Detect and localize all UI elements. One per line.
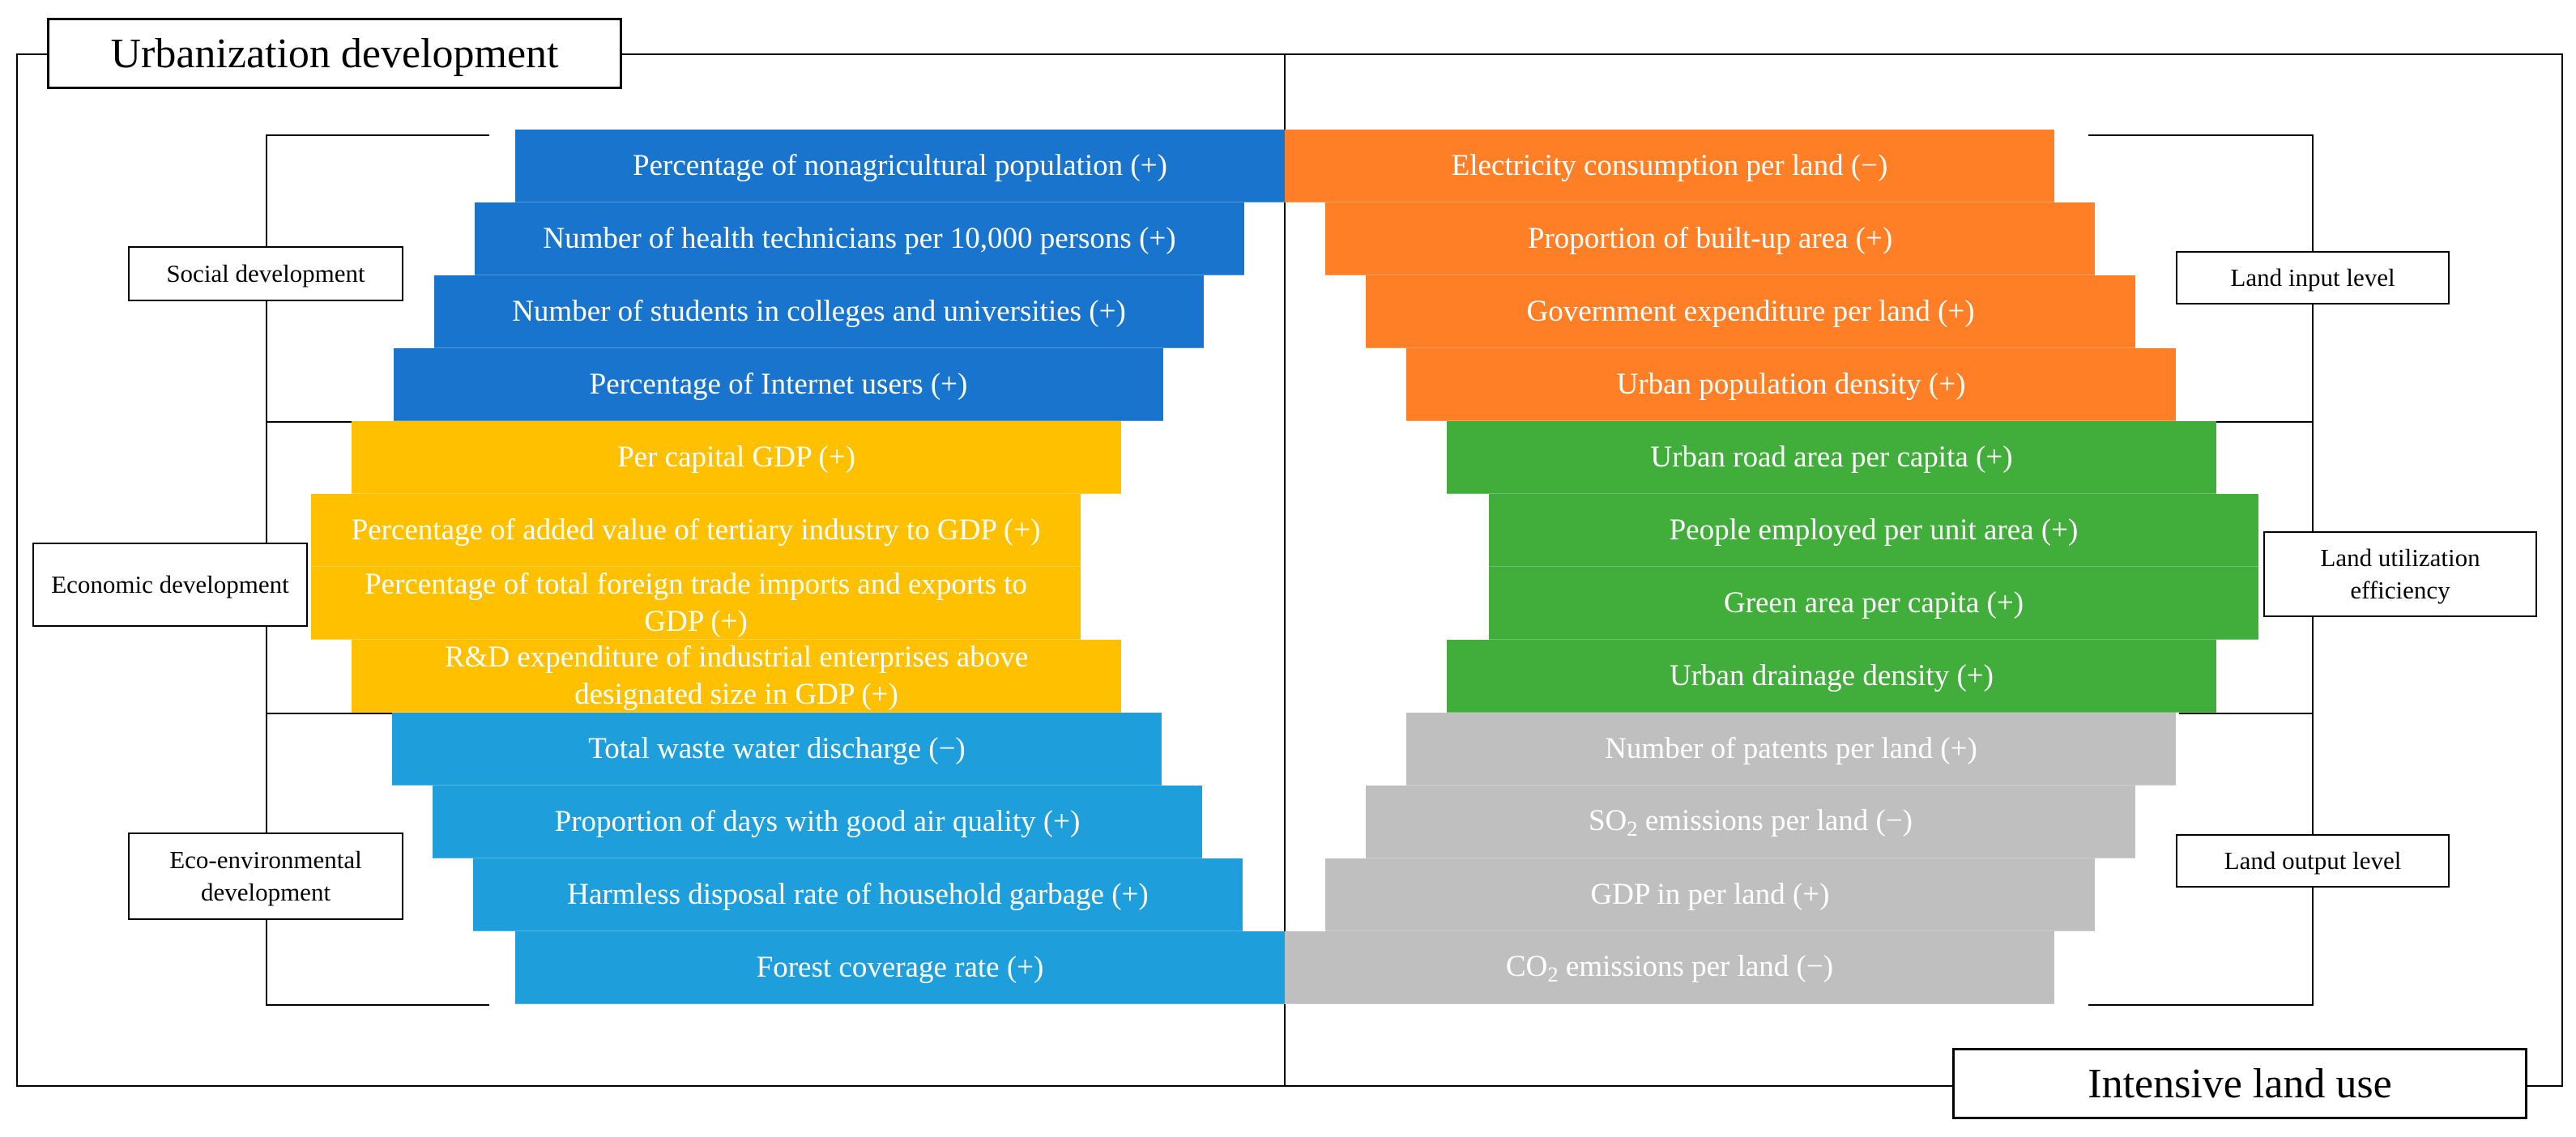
left-indicator-bar: Percentage of nonagricultural population…	[515, 130, 1285, 202]
right-indicator-bar: GDP in per land (+)	[1325, 858, 2095, 931]
right-indicator-bar: Government expenditure per land (+)	[1366, 275, 2135, 348]
indicator-label: Urban road area per capita (+)	[1650, 440, 2013, 474]
indicator-label: Electricity consumption per land (−)	[1451, 148, 1888, 182]
indicator-label: People employed per unit area (+)	[1669, 513, 2079, 547]
indicator-label: Proportion of built-up area (+)	[1527, 221, 1893, 255]
left-indicator-bar: Percentage of total foreign trade import…	[311, 567, 1081, 640]
right-bracket-tick-bottom	[2088, 1004, 2314, 1006]
indicator-label: Green area per capita (+)	[1723, 586, 2024, 620]
outer-frame-top-left	[16, 53, 49, 55]
indicator-label: SO2 emissions per land (−)	[1588, 803, 1913, 841]
left-indicator-bar: Percentage of Internet users (+)	[394, 348, 1163, 421]
left-indicator-bar: Percentage of added value of tertiary in…	[311, 494, 1081, 567]
indicator-label: Proportion of days with good air quality…	[554, 804, 1081, 838]
urbanization-title: Urbanization development	[47, 18, 622, 89]
left-indicator-bar: Forest coverage rate (+)	[515, 931, 1285, 1004]
right-indicator-bar: Urban population density (+)	[1406, 348, 2176, 421]
right-indicator-bar: SO2 emissions per land (−)	[1366, 786, 2135, 858]
category-land-utilization-efficiency: Land utilization efficiency	[2263, 531, 2537, 617]
category-land-output-level: Land output level	[2176, 834, 2450, 888]
left-indicator-bar: Per capital GDP (+)	[352, 421, 1121, 494]
left-indicator-bar: R&D expenditure of industrial enterprise…	[352, 640, 1121, 713]
right-indicator-bar: Urban road area per capita (+)	[1447, 421, 2216, 494]
right-indicator-bar: Number of patents per land (+)	[1406, 713, 2176, 786]
outer-frame-right	[2561, 53, 2563, 1087]
indicator-label: Percentage of added value of tertiary in…	[351, 513, 1041, 547]
left-bracket-tick-1	[266, 421, 352, 423]
outer-frame-bottom-right	[2526, 1085, 2563, 1087]
indicator-label: Number of students in colleges and unive…	[512, 294, 1126, 328]
indicator-label: Number of health technicians per 10,000 …	[543, 221, 1176, 255]
left-indicator-bar: Proportion of days with good air quality…	[433, 786, 1202, 858]
land-use-title: Intensive land use	[1952, 1048, 2527, 1119]
outer-frame-top-right	[621, 53, 2563, 55]
outer-frame-bottom-left	[16, 1085, 1954, 1087]
right-indicator-bar: Electricity consumption per land (−)	[1285, 130, 2054, 202]
outer-frame-left	[16, 53, 18, 1087]
indicator-label: GDP in per land (+)	[1590, 877, 1830, 911]
right-indicator-bar: Proportion of built-up area (+)	[1325, 202, 2095, 275]
left-indicator-bar: Total waste water discharge (−)	[392, 713, 1162, 786]
indicator-label: Percentage of Internet users (+)	[589, 367, 968, 401]
right-indicator-bar: Green area per capita (+)	[1489, 567, 2258, 640]
right-bracket-tick-top	[2088, 134, 2314, 136]
category-land-input-level: Land input level	[2176, 251, 2450, 304]
indicator-label: CO2 emissions per land (−)	[1505, 949, 1834, 987]
indicator-label: R&D expenditure of industrial enterprise…	[444, 640, 1029, 711]
indicator-label: Government expenditure per land (+)	[1526, 294, 1975, 328]
indicator-label: Per capital GDP (+)	[617, 440, 855, 474]
indicator-label: Urban drainage density (+)	[1670, 658, 1994, 692]
category-social-development: Social development	[128, 246, 403, 301]
right-indicator-bar: Urban drainage density (+)	[1447, 640, 2216, 713]
left-bracket-tick-bottom	[266, 1004, 489, 1006]
indicator-label: Percentage of nonagricultural population…	[633, 148, 1167, 182]
indicator-label: Forest coverage rate (+)	[756, 950, 1044, 984]
left-indicator-bar: Number of health technicians per 10,000 …	[475, 202, 1244, 275]
category-economic-development: Economic development	[32, 543, 308, 627]
indicator-label: Number of patents per land (+)	[1605, 731, 1977, 765]
right-indicator-bar: CO2 emissions per land (−)	[1285, 931, 2054, 1004]
center-divider	[1284, 53, 1286, 1087]
indicator-label: Percentage of total foreign trade import…	[365, 567, 1027, 638]
right-bracket-tick-2	[2179, 713, 2314, 714]
left-bracket-tick-top	[266, 134, 489, 136]
indicator-label: Urban population density (+)	[1616, 367, 1966, 401]
left-indicator-bar: Number of students in colleges and unive…	[434, 275, 1204, 348]
category-eco-environmental-development: Eco-environmental development	[128, 833, 403, 920]
left-indicator-bar: Harmless disposal rate of household garb…	[473, 858, 1243, 931]
right-bracket-tick-1	[2179, 421, 2314, 423]
left-bracket-tick-2	[266, 713, 392, 714]
indicator-label: Total waste water discharge (−)	[588, 731, 966, 765]
indicator-label: Harmless disposal rate of household garb…	[567, 877, 1149, 911]
right-indicator-bar: People employed per unit area (+)	[1489, 494, 2258, 567]
